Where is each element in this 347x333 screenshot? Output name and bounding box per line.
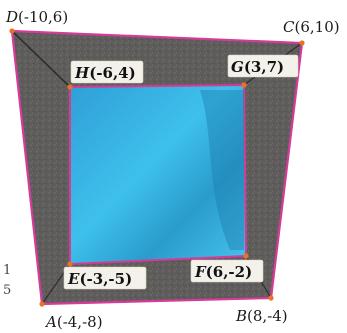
vertex-label-b: B(8,-4) [235, 307, 288, 325]
inner-label-g: G(3,7) [227, 54, 299, 78]
svg-text:F(6,-2): F(6,-2) [194, 263, 252, 281]
vertex-label-c: C(6,10) [283, 18, 340, 36]
corner-line-d-h [11, 30, 71, 88]
vertex-dot-d [9, 28, 15, 34]
pool-shadow-streak [200, 90, 244, 250]
inner-label-e: E(-3,-5) [63, 266, 147, 290]
svg-text:H(-6,4): H(-6,4) [74, 64, 136, 82]
inner-label-h: H(-6,4) [70, 60, 144, 84]
vertex-dot-e [67, 261, 73, 267]
svg-text:E(-3,-5): E(-3,-5) [67, 270, 132, 288]
vertex-label-d: D(-10,6) [5, 8, 68, 26]
vertex-dot-c [299, 40, 305, 46]
vertex-dot-g [241, 82, 247, 88]
edge-glyph-1: 1 [3, 263, 11, 278]
vertex-dot-a [39, 301, 45, 307]
vertex-dot-b [268, 295, 274, 301]
edge-glyph-2: 5 [3, 283, 11, 298]
vertex-dot-h [67, 84, 73, 90]
vertex-dot-f [243, 253, 249, 259]
svg-text:G(3,7): G(3,7) [231, 58, 284, 76]
inner-label-f: F(6,-2) [190, 259, 264, 283]
vertex-label-a: A(-4,-8) [44, 313, 103, 331]
vertex-dots [9, 28, 305, 307]
